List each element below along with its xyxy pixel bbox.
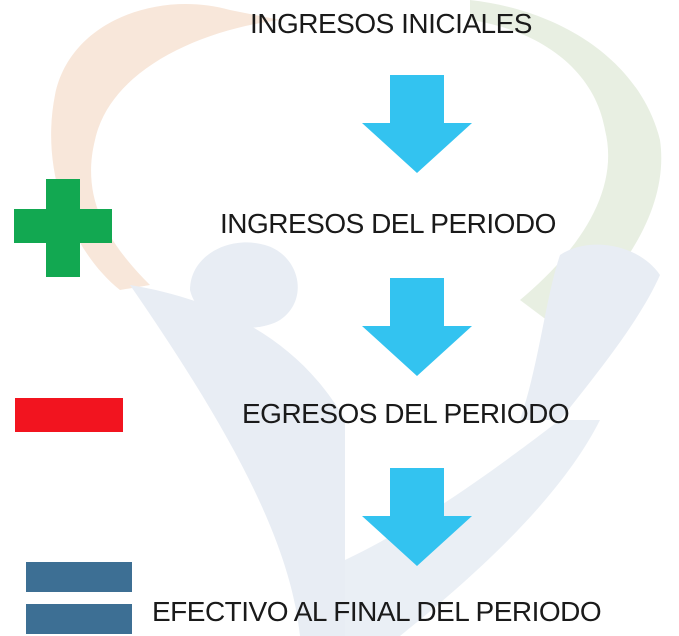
arrow-down-icon [362, 468, 472, 566]
equals-sign-top-bar [26, 562, 132, 592]
arrow-down-icon [362, 278, 472, 376]
period-expense-label: EGRESOS DEL PERIODO [242, 398, 570, 429]
initial-income-label: INGRESOS INICIALES [250, 8, 532, 39]
period-income-label: INGRESOS DEL PERIODO [220, 208, 556, 239]
minus-sign-icon [15, 398, 123, 432]
plus-sign-horizontal-bar [14, 209, 112, 243]
arrow-down-icon [362, 75, 472, 173]
equals-sign-bottom-bar [26, 604, 132, 634]
ending-cash-label: EFECTIVO AL FINAL DEL PERIODO [152, 596, 602, 627]
